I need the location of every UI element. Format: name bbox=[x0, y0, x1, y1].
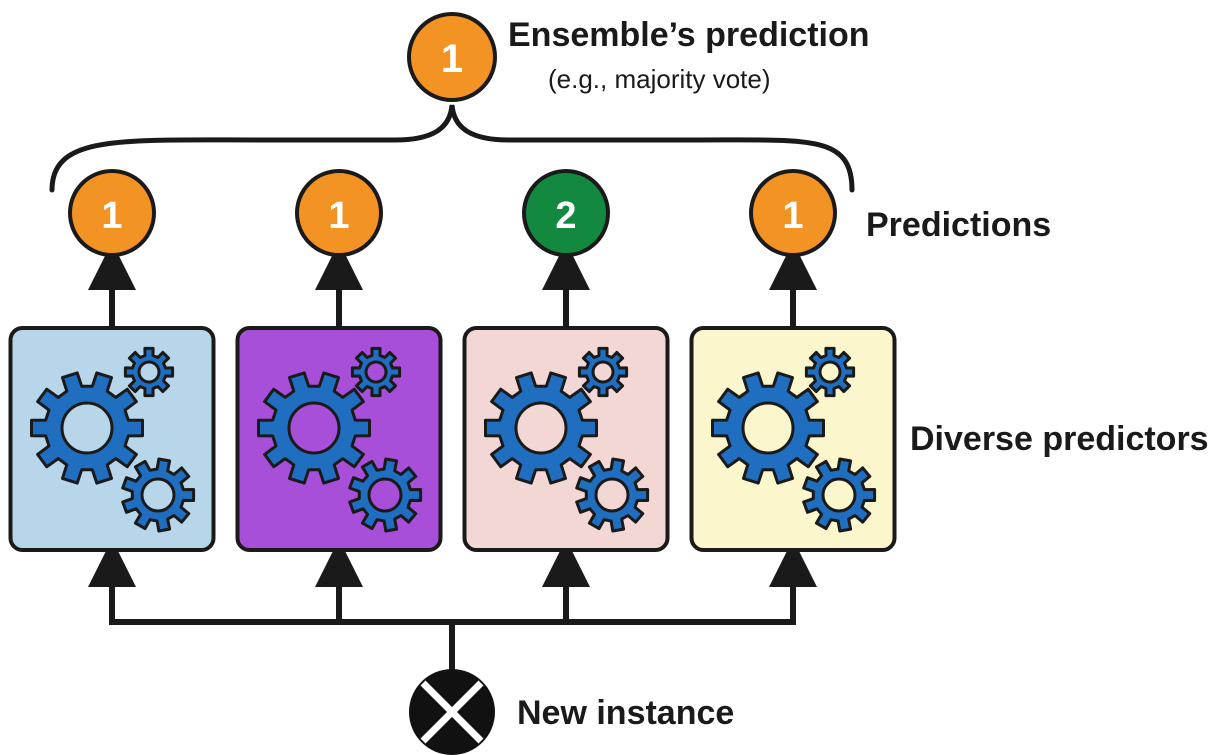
small-gear-icon bbox=[350, 346, 402, 398]
prediction-circle bbox=[749, 169, 837, 257]
prediction-circle bbox=[522, 169, 610, 257]
ensemble-prediction-circle bbox=[407, 12, 497, 102]
prediction-circle bbox=[68, 169, 156, 257]
grouping-brace bbox=[49, 104, 855, 193]
new-instance-icon bbox=[409, 669, 495, 755]
prediction-value: 2 bbox=[555, 195, 576, 237]
new-instance-label: New instance bbox=[517, 694, 734, 732]
small-gear-icon bbox=[804, 346, 856, 398]
large-gear-icon bbox=[257, 371, 371, 485]
small-gear-icon bbox=[123, 346, 175, 398]
predictor-4: 1 bbox=[689, 169, 897, 625]
prediction-value: 1 bbox=[101, 195, 122, 237]
ensemble-title: Ensemble’s prediction bbox=[508, 16, 870, 54]
medium-gear-icon bbox=[121, 457, 196, 533]
ensemble-prediction: 1 bbox=[407, 12, 497, 102]
ensemble-prediction-value: 1 bbox=[441, 37, 463, 81]
prediction-value: 1 bbox=[782, 195, 803, 237]
medium-gear-icon bbox=[575, 457, 650, 533]
prediction-circle bbox=[295, 169, 383, 257]
medium-gear-icon bbox=[802, 457, 877, 533]
predictor-3: 2 bbox=[462, 169, 670, 625]
large-gear-icon bbox=[30, 371, 144, 485]
predictor-1: 1 bbox=[8, 169, 216, 625]
predictors-layer: 1 1 2 1 bbox=[8, 169, 897, 625]
input-connector bbox=[109, 619, 796, 670]
ensemble-subtitle: (e.g., majority vote) bbox=[548, 64, 771, 94]
large-gear-icon bbox=[484, 371, 598, 485]
predictors-label: Diverse predictors bbox=[910, 420, 1209, 458]
prediction-value: 1 bbox=[328, 195, 349, 237]
predictions-label: Predictions bbox=[866, 206, 1051, 244]
small-gear-icon bbox=[577, 346, 629, 398]
large-gear-icon bbox=[711, 371, 825, 485]
predictor-2: 1 bbox=[235, 169, 443, 625]
medium-gear-icon bbox=[348, 457, 423, 533]
